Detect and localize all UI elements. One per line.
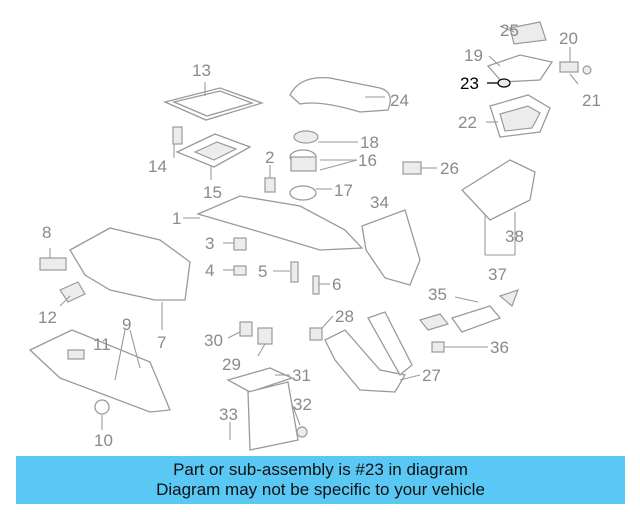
part-14-clip [172, 126, 183, 145]
label-38: 38 [505, 227, 524, 246]
label-10: 10 [94, 431, 113, 450]
part-26-switch [402, 161, 422, 175]
label-32: 32 [293, 395, 312, 414]
label-6: 6 [332, 275, 341, 294]
label-18: 18 [360, 133, 379, 152]
part-34-panel [361, 209, 421, 286]
label-37: 37 [488, 265, 507, 284]
label-27: 27 [422, 366, 441, 385]
part-38-bin [460, 159, 536, 221]
part-10-plug [94, 399, 110, 415]
label-9: 9 [122, 315, 131, 334]
part-22-bin [489, 94, 551, 138]
label-29: 29 [222, 355, 241, 374]
part-2-bracket [264, 177, 276, 193]
label-24: 24 [390, 91, 409, 110]
part-7-base [69, 227, 191, 301]
part-33-cover [247, 381, 299, 451]
label-26: 26 [440, 159, 459, 178]
label-36: 36 [490, 338, 509, 357]
label-11: 11 [93, 335, 111, 354]
part-6-screw [312, 275, 320, 295]
part-25-latch [509, 21, 547, 45]
label-17: 17 [334, 181, 353, 200]
part-15-bezel [175, 133, 252, 168]
part-19-lid [486, 54, 554, 83]
label-7: 7 [157, 333, 166, 352]
label-14: 14 [148, 157, 167, 176]
part-35-36-bracket [418, 289, 520, 353]
label-21: 21 [582, 91, 601, 110]
part-1-rail [196, 195, 364, 251]
label-34: 34 [370, 193, 389, 212]
label-30: 30 [204, 331, 223, 350]
label-20: 20 [559, 29, 578, 48]
part-13-tray [163, 87, 265, 121]
label-8: 8 [42, 223, 51, 242]
label-13: 13 [192, 61, 211, 80]
part-12-bracket [59, 281, 86, 303]
banner-line-1: Part or sub-assembly is #23 in diagram [173, 460, 468, 479]
label-4: 4 [205, 261, 214, 280]
label-3: 3 [205, 234, 214, 253]
label-22: 22 [458, 113, 477, 132]
part-9-trim [28, 329, 171, 413]
label-12: 12 [38, 308, 57, 327]
label-19: 19 [464, 46, 483, 65]
part-5-screw [290, 261, 299, 283]
part-27-trim [324, 311, 413, 393]
part-28-clip [309, 327, 323, 341]
label-28: 28 [335, 307, 354, 326]
part-3-clip [233, 237, 247, 251]
part-31-panel [226, 367, 294, 393]
part-4-clip [233, 265, 247, 276]
part-32-clip [296, 426, 308, 438]
label-2: 2 [265, 148, 274, 167]
label-5: 5 [258, 262, 267, 281]
part-labels: 8 12 7 9 11 10 13 14 15 2 18 16 17 24 25… [38, 21, 601, 450]
label-35: 35 [428, 285, 447, 304]
parts-diagram: 8 12 7 9 11 10 13 14 15 2 18 16 17 24 25… [28, 21, 601, 451]
leader-lines [49, 25, 579, 440]
part-23-clip [497, 78, 511, 88]
part-24-armrest [289, 76, 391, 113]
part-8-bracket [39, 257, 67, 271]
label-23: 23 [460, 74, 479, 93]
part-11-clip [67, 349, 85, 360]
label-15: 15 [203, 183, 222, 202]
info-banner: Part or sub-assembly is #23 in diagram D… [16, 456, 625, 504]
label-33: 33 [219, 405, 238, 424]
label-16: 16 [358, 151, 377, 170]
label-1: 1 [172, 209, 181, 228]
label-25: 25 [500, 21, 519, 40]
part-20-21-hinge [559, 61, 592, 75]
part-30-29-switch [239, 321, 273, 345]
label-31: 31 [292, 366, 311, 385]
banner-line-2: Diagram may not be specific to your vehi… [156, 480, 485, 499]
part-18-16-17-cupholder [289, 130, 319, 201]
